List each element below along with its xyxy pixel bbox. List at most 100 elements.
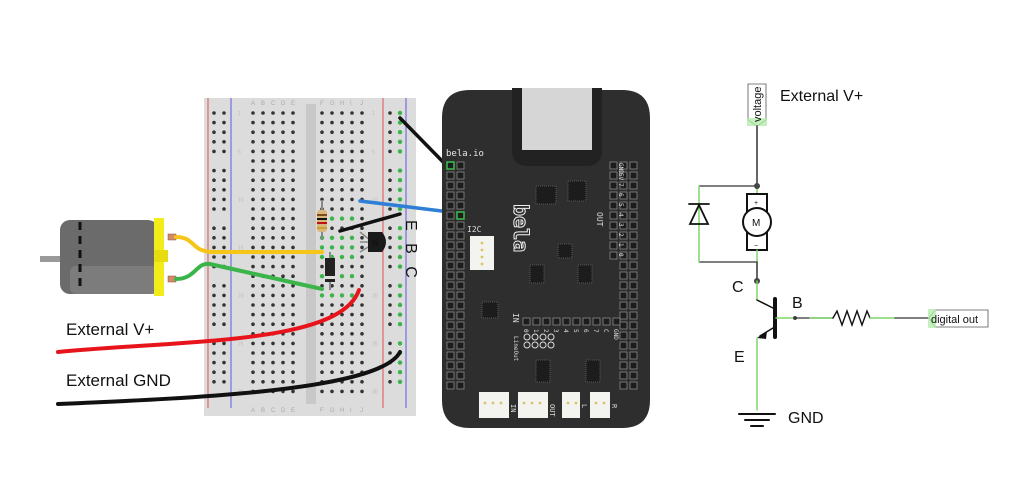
breadboard-hole (349, 235, 355, 240)
header-pin-label: GND (617, 163, 624, 174)
header-pin (446, 221, 455, 230)
column-label: B (261, 101, 265, 107)
breadboard-hole (281, 178, 285, 182)
column-label: E (291, 101, 295, 107)
breadboard-hole (291, 274, 295, 279)
header-pin (619, 221, 628, 230)
schematic: voltage External V+ M + − C (688, 83, 989, 427)
breadboard-hole (281, 284, 285, 288)
breadboard-hole (271, 178, 275, 182)
breadboard-hole (271, 168, 275, 173)
breadboard-hole (281, 236, 285, 240)
breadboard-hole (340, 341, 344, 346)
header-pin (446, 351, 455, 360)
rail-hole (388, 284, 392, 288)
header-pin-label: 6 (617, 193, 624, 197)
breadboard-hole (350, 197, 354, 202)
header-pin-label: 4 (562, 329, 569, 333)
breadboard-hole (261, 111, 265, 115)
header-pin (619, 191, 628, 200)
breadboard-hole (281, 111, 285, 115)
rail-hole (212, 236, 216, 240)
breadboard-hole (271, 226, 275, 230)
rail-hole (212, 149, 216, 154)
rail-hole (397, 379, 403, 384)
header-pin-label: 2 (617, 233, 624, 237)
header-pin (446, 261, 455, 270)
breadboard-hole (350, 168, 354, 173)
breadboard-hole (251, 322, 255, 327)
rail-hole (222, 370, 226, 375)
breadboard-hole (340, 178, 344, 182)
breadboard-hole (340, 389, 344, 394)
breadboard-hole (340, 332, 344, 336)
diode (325, 252, 335, 290)
breadboard-hole (330, 370, 334, 375)
breadboard-hole (271, 120, 275, 125)
breadboard-hole (261, 178, 265, 182)
breadboard-hole (271, 188, 275, 192)
header-pin (619, 291, 628, 300)
breadboard-hole (320, 284, 324, 288)
base-label: B (792, 295, 803, 312)
header-pin (532, 317, 541, 326)
rail-hole (388, 264, 392, 269)
header-pin (446, 211, 455, 220)
rail-hole (397, 197, 403, 202)
breadboard-hole (350, 312, 354, 317)
header-pin (456, 291, 465, 300)
breadboard-hole (281, 188, 285, 192)
breadboard-hole (291, 255, 295, 259)
breadboard-hole (271, 312, 275, 317)
audio-connector-out (518, 392, 548, 418)
breadboard-hole (350, 380, 354, 384)
breadboard-hole (360, 207, 364, 211)
rail-hole (212, 197, 216, 202)
breadboard-hole (291, 380, 295, 384)
breadboard-hole (360, 312, 364, 317)
breadboard-hole (360, 130, 364, 134)
breadboard-hole (360, 274, 364, 279)
breadboard-hole (281, 303, 285, 307)
header-pin (446, 281, 455, 290)
breadboard-hole (251, 341, 255, 346)
breadboard-hole (349, 216, 355, 221)
breadboard-hole (291, 226, 295, 230)
voltage-port-label: voltage (752, 87, 764, 122)
breadboard-hole (251, 130, 255, 134)
breadboard-hole (261, 168, 265, 173)
column-label: J (360, 101, 363, 107)
breadboard-hole (329, 216, 335, 221)
breadboard-hole (350, 351, 354, 355)
breadboard-hole (340, 168, 344, 173)
row-marker: 10 (238, 197, 244, 203)
breadboard-hole (261, 207, 265, 211)
breadboard-hole (251, 236, 255, 240)
breadboard-hole (330, 140, 334, 144)
breadboard-hole (281, 341, 285, 346)
header-pin (456, 381, 465, 390)
header-pin-label: 3 (617, 223, 624, 227)
rail-hole (397, 293, 403, 298)
rail-hole (212, 312, 216, 317)
row-marker: 5 (372, 149, 375, 155)
breadboard-hole (350, 360, 354, 365)
header-pin (446, 381, 455, 390)
breadboard-hole (319, 245, 325, 250)
breadboard-hole (320, 111, 324, 115)
rail-hole (397, 168, 403, 173)
column-label: G (330, 408, 335, 414)
transistor-pin-labels: E B C (402, 220, 419, 282)
column-label: H (340, 408, 344, 414)
breadboard-hole (291, 216, 295, 221)
breadboard-hole (281, 216, 285, 221)
breadboard-hole (271, 216, 275, 221)
breadboard-hole (291, 360, 295, 365)
rail-hole (222, 293, 226, 298)
column-label: D (281, 408, 286, 414)
breadboard-hole (340, 188, 344, 192)
rail-hole (222, 130, 226, 134)
rail-hole (212, 120, 216, 125)
rail-hole (388, 236, 392, 240)
